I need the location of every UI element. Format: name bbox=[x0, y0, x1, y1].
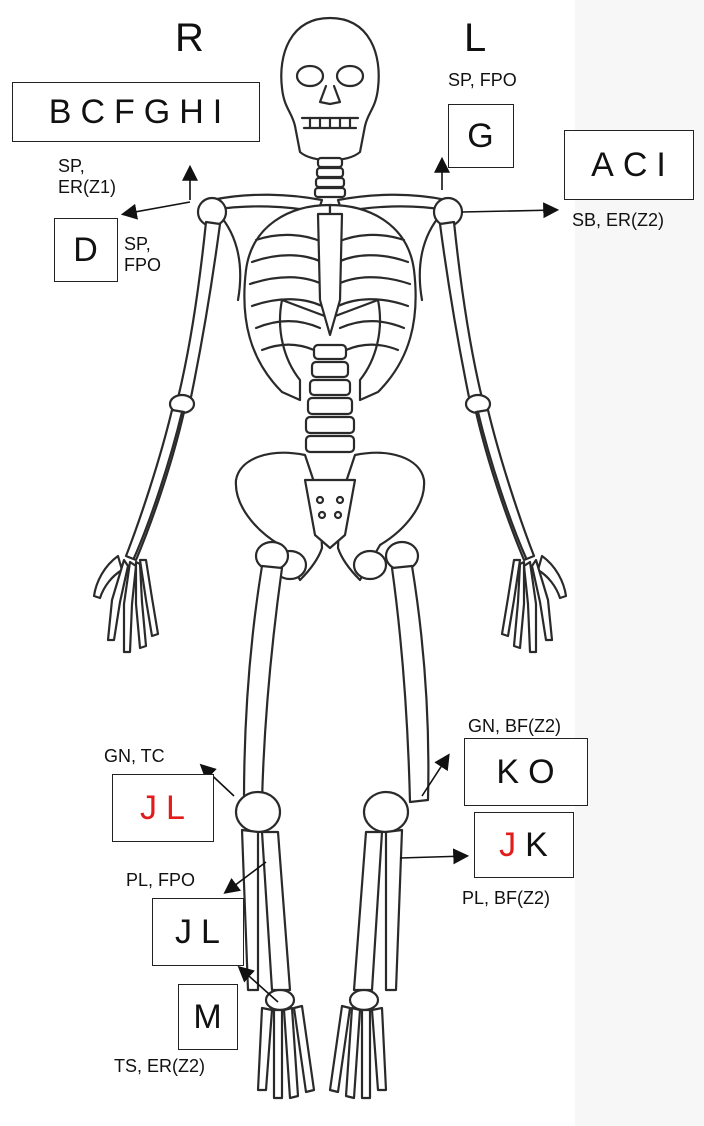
box-letter: K bbox=[496, 753, 520, 792]
box-letter: I bbox=[656, 146, 666, 185]
left-side-label: L bbox=[464, 18, 486, 58]
ann-right-shoulder-er: SP, ER(Z1) bbox=[58, 156, 116, 197]
box-letter: L bbox=[201, 913, 221, 952]
box-letter: C bbox=[623, 146, 649, 185]
box-left-shoulder-upper: G bbox=[448, 104, 514, 168]
ann-right-shoulder-fpo: SP, FPO bbox=[124, 234, 161, 275]
box-letter: M bbox=[193, 998, 222, 1037]
cervical-spine bbox=[315, 158, 345, 197]
left-arm bbox=[434, 198, 566, 652]
ann-text: SP, FPO bbox=[124, 234, 161, 275]
sternum bbox=[318, 214, 342, 335]
box-letter: D bbox=[73, 231, 99, 270]
arrow-right-shoulder-left bbox=[124, 202, 190, 214]
ann-left-knee-pl: PL, BF(Z2) bbox=[462, 888, 550, 909]
box-letter: F bbox=[114, 93, 136, 132]
right-side-label: R bbox=[175, 18, 204, 58]
box-letter: J bbox=[140, 789, 158, 828]
box-letter: C bbox=[80, 93, 106, 132]
box-letter: G bbox=[144, 93, 171, 132]
lumbar-spine bbox=[306, 345, 354, 452]
box-letter: B bbox=[49, 93, 73, 132]
box-right-shoulder-lower: D bbox=[54, 218, 118, 282]
box-letter: G bbox=[467, 117, 494, 156]
ann-left-shoulder-sb: SB, ER(Z2) bbox=[572, 210, 664, 231]
box-right-foot: M bbox=[178, 984, 238, 1050]
arrow-left-shoulder-right bbox=[462, 210, 556, 212]
box-letter: A bbox=[591, 146, 615, 185]
ann-right-knee-pl: PL, FPO bbox=[126, 870, 195, 891]
arrow-left-knee-right bbox=[400, 856, 466, 858]
ann-left-knee-gn: GN, BF(Z2) bbox=[468, 716, 561, 737]
box-letter: I bbox=[213, 93, 223, 132]
ann-right-foot-ts: TS, ER(Z2) bbox=[114, 1056, 205, 1077]
box-letter: J bbox=[175, 913, 193, 952]
ann-right-knee-gn: GN, TC bbox=[104, 746, 165, 767]
box-letter: O bbox=[528, 753, 555, 792]
box-letter: J bbox=[499, 826, 517, 865]
box-letter: H bbox=[179, 93, 205, 132]
box-letter: L bbox=[166, 789, 186, 828]
ann-left-shoulder-fpo: SP, FPO bbox=[448, 70, 517, 91]
left-leg bbox=[330, 542, 428, 1098]
right-leg bbox=[236, 542, 314, 1098]
box-letter: K bbox=[525, 826, 549, 865]
ann-text: SP, ER(Z1) bbox=[58, 156, 116, 197]
skull bbox=[281, 18, 378, 160]
